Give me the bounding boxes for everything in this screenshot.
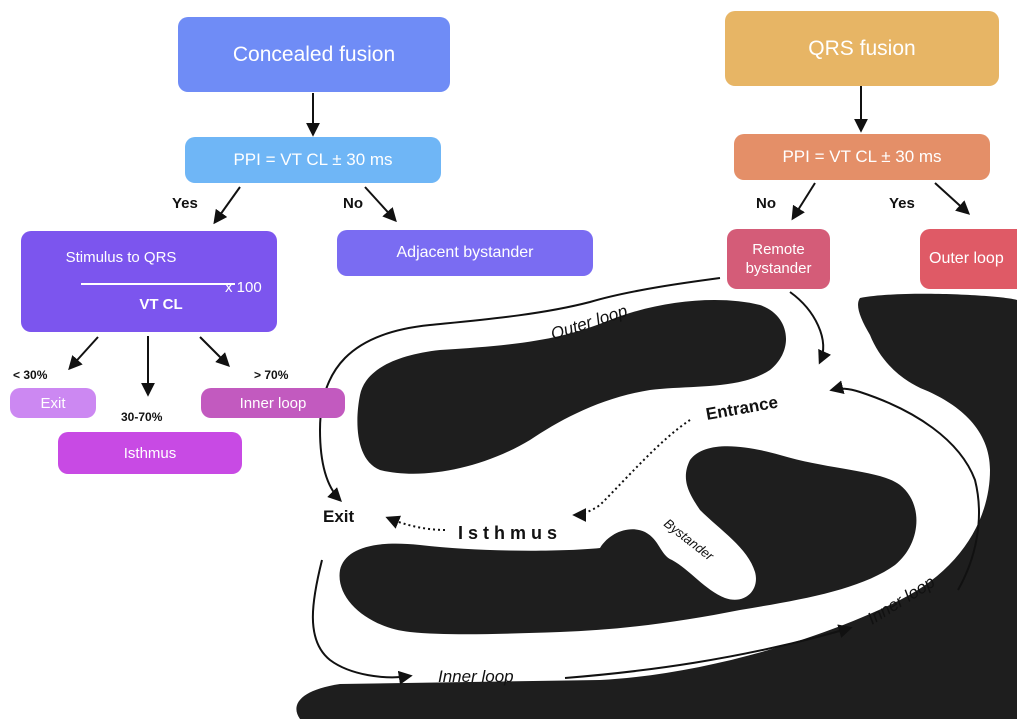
inner-loop-right-path bbox=[829, 380, 980, 591]
lt30-label: < 30% bbox=[13, 368, 48, 382]
gt70-label: > 70% bbox=[254, 368, 289, 382]
ppi-left-box: PPI = VT CL ± 30 ms bbox=[185, 137, 441, 183]
formula-denominator: VT CL bbox=[139, 296, 183, 313]
no-label-right: No bbox=[756, 195, 776, 212]
concealed-fusion-box: Concealed fusion bbox=[178, 17, 450, 92]
yes-label-right: Yes bbox=[889, 195, 915, 212]
bystander-label: Bystander bbox=[661, 516, 717, 564]
inner-loop-bottom-path-2 bbox=[564, 624, 853, 679]
arrow-ppi-yes bbox=[213, 186, 241, 225]
arrow-formula-exit bbox=[68, 336, 99, 371]
inner-loop-box: Inner loop bbox=[201, 388, 345, 418]
formula-box: Stimulus to QRS VT CL x 100 bbox=[21, 231, 277, 332]
isthmus-box: Isthmus bbox=[58, 432, 242, 474]
formula-numerator: Stimulus to QRS bbox=[65, 249, 177, 266]
entrance-to-isthmus-dotted bbox=[572, 419, 691, 522]
adjacent-bystander-box: Adjacent bystander bbox=[337, 230, 593, 276]
outer-loop-path bbox=[318, 277, 721, 502]
arrow-formula-inner bbox=[199, 336, 230, 367]
scar-blob-upper bbox=[357, 300, 787, 474]
isthmus-to-exit-dotted bbox=[385, 515, 446, 531]
ppi-right-box: PPI = VT CL ± 30 ms bbox=[734, 134, 990, 180]
arrow-ppi-no-right bbox=[791, 182, 816, 221]
no-label-left: No bbox=[343, 195, 363, 212]
outer-loop-box: Outer loop bbox=[920, 229, 1017, 289]
inner-loop-bottom-path bbox=[311, 559, 413, 685]
remote-bystander-box: Remote bystander bbox=[727, 229, 830, 289]
exit-circuit-label: Exit bbox=[323, 507, 355, 526]
remote-to-entrance-arrow bbox=[789, 291, 831, 365]
entrance-label: Entrance bbox=[704, 393, 779, 424]
yes-label-left: Yes bbox=[172, 195, 198, 212]
scar-region-lower bbox=[296, 293, 1017, 719]
formula-multiplier: x 100 bbox=[225, 279, 262, 296]
qrs-fusion-box: QRS fusion bbox=[725, 11, 999, 86]
scar-blob-middle bbox=[339, 446, 917, 635]
exit-box: Exit bbox=[10, 388, 96, 418]
arrow-ppi-yes-right bbox=[934, 182, 971, 215]
range-label: 30-70% bbox=[121, 410, 163, 424]
inner-loop-bottom-label: Inner loop bbox=[438, 667, 514, 686]
isthmus-circuit-label: I s t h m u s bbox=[458, 523, 558, 543]
arrow-ppi-no bbox=[364, 186, 397, 223]
formula-divider bbox=[81, 283, 235, 285]
